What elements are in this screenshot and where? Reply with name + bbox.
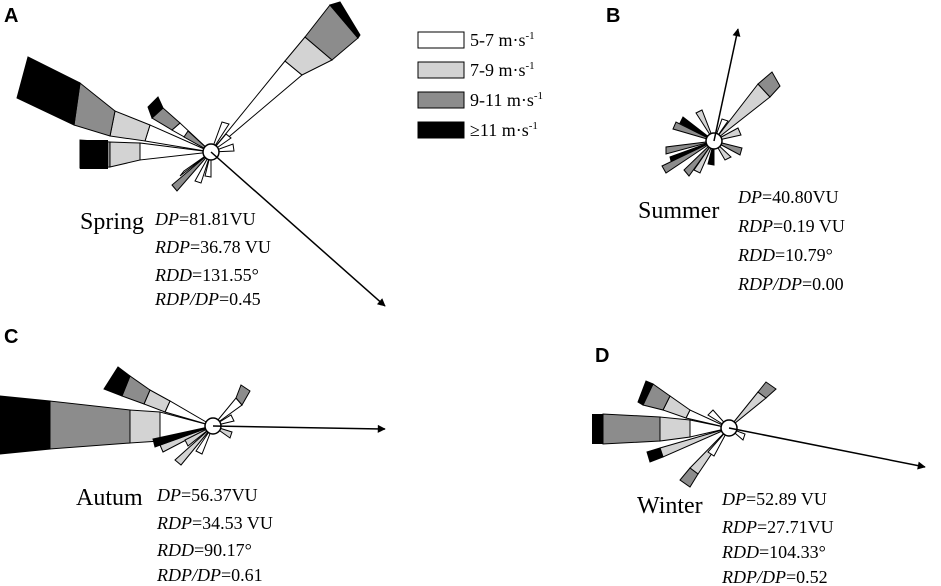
panel-d: D Winter DP=52.89 VU (592, 345, 926, 586)
panel-b-letter: B (606, 5, 620, 27)
panel-a-stat-rdp: RDP=36.78 VU (154, 237, 271, 257)
svg-text:5-7 m·s-1: 5-7 m·s-1 (470, 30, 535, 50)
legend-item-11-plus: ≥11 m·s-1 (417, 120, 538, 140)
panel-b-rose (661, 71, 781, 177)
panel-d-stat-ratio: RDP/DP=0.52 (721, 567, 828, 586)
panel-c-stat-rdd: RDD=90.17° (156, 540, 252, 560)
panel-b: B Summer DP=40.80VU RDP=0.19 VU RDD=10.7… (606, 5, 845, 294)
panel-c-letter: C (4, 326, 18, 348)
panel-b-resultant-arrow (713, 28, 741, 142)
panel-c-stat-ratio: RDP/DP=0.61 (156, 565, 263, 585)
panel-d-stat-rdd: RDD=104.33° (721, 542, 826, 562)
panel-a-stat-dp: DP=81.81VU (154, 209, 256, 229)
svg-text:7-9 m·s-1: 7-9 m·s-1 (470, 60, 535, 80)
legend: 5-7 m·s-1 7-9 m·s-1 9-11 m·s-1 ≥11 m·s-1 (417, 30, 543, 140)
panel-a: A (4, 1, 386, 309)
panel-c: C Autum DP=56.37 (0, 326, 386, 585)
panel-c-season: Autum (76, 485, 143, 511)
svg-text:≥11 m·s-1: ≥11 m·s-1 (470, 120, 538, 140)
panel-b-season: Summer (638, 198, 719, 224)
panel-a-rose (16, 1, 361, 192)
panel-d-stat-dp: DP=52.89 VU (721, 489, 827, 509)
legend-item-5-7: 5-7 m·s-1 (417, 30, 535, 50)
panel-b-stat-rdd: RDD=10.79° (737, 245, 833, 265)
panel-c-resultant-arrow (212, 424, 386, 433)
panel-b-stat-dp: DP=40.80VU (737, 187, 839, 207)
panel-d-stat-rdp: RDP=27.71VU (721, 517, 834, 537)
panel-d-resultant-arrow (728, 427, 926, 470)
svg-text:9-11 m·s-1: 9-11 m·s-1 (470, 90, 543, 110)
panel-a-resultant-arrow (210, 151, 386, 307)
panel-c-stat-rdp: RDP=34.53 VU (156, 513, 273, 533)
legend-item-9-11: 9-11 m·s-1 (417, 90, 543, 110)
panel-d-letter: D (595, 345, 609, 367)
panel-a-season: Spring (80, 209, 144, 235)
panel-d-season: Winter (637, 493, 703, 519)
panel-a-letter: A (4, 5, 18, 27)
panel-a-stat-ratio: RDP/DP=0.45 (154, 289, 261, 309)
panel-b-stat-ratio: RDP/DP=0.00 (737, 274, 844, 294)
panel-c-rose (0, 366, 251, 466)
legend-item-7-9: 7-9 m·s-1 (417, 60, 535, 80)
panel-c-stat-dp: DP=56.37VU (156, 485, 258, 505)
panel-a-stat-rdd: RDD=131.55° (154, 265, 259, 285)
panel-b-stat-rdp: RDP=0.19 VU (737, 216, 845, 236)
panel-d-rose (592, 380, 777, 488)
